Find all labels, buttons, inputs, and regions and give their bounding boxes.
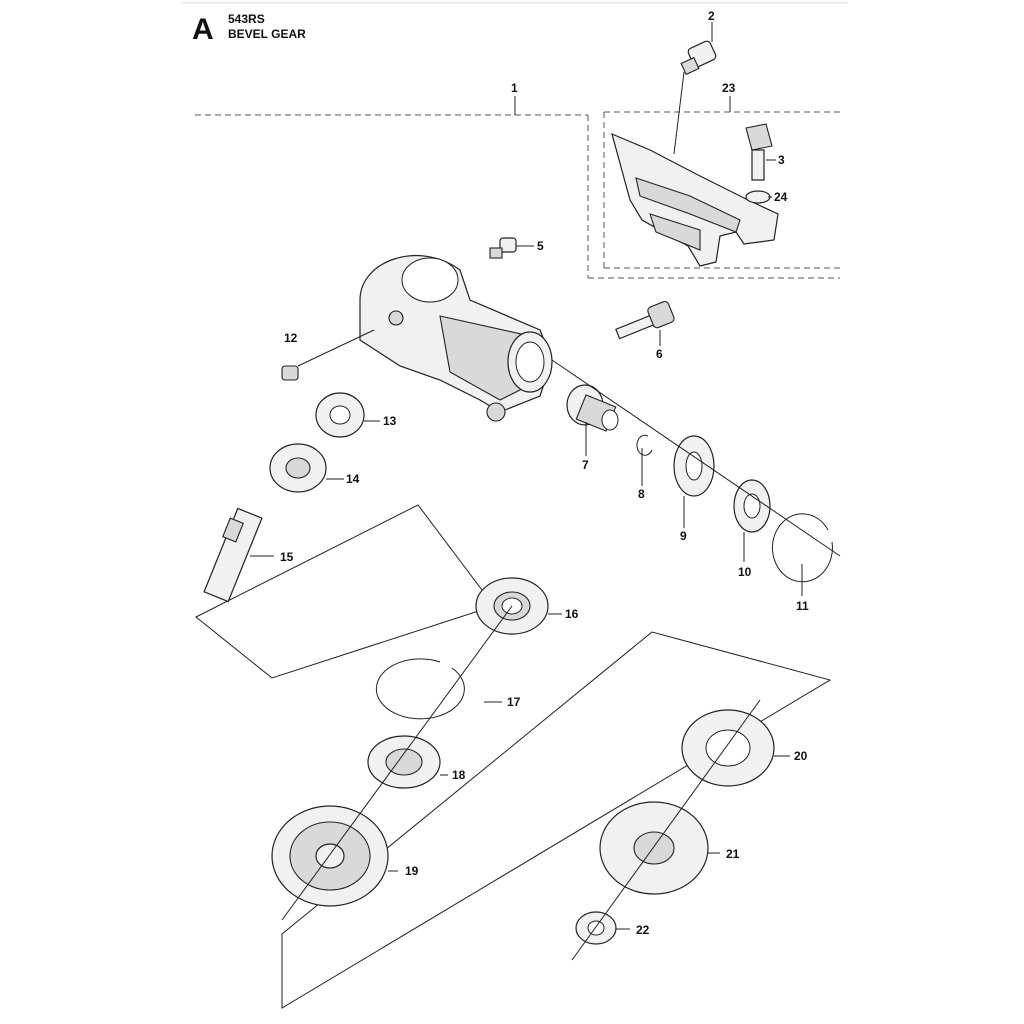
bolt-6 [615,300,675,340]
bevel-gear-19 [271,805,389,907]
callout-16: 16 [565,607,579,621]
model-name: 543RS [228,12,265,26]
screw-5 [489,237,517,259]
callout-23: 23 [722,81,736,95]
callout-22: 22 [636,923,650,937]
callout-3: 3 [778,153,785,167]
callout-14: 14 [346,472,360,486]
seal-18 [367,735,441,789]
callout-18: 18 [452,768,466,782]
subassembly-frame-lower [281,631,832,1009]
callout-19: 19 [405,864,419,878]
callout-6: 6 [656,347,663,361]
section-letter: A [192,13,214,46]
callout-12: 12 [284,331,298,345]
axis-line-input [551,359,841,557]
nut-22 [575,911,617,945]
callout-20: 20 [794,749,808,763]
circlip-8 [636,434,653,456]
callout-5: 5 [537,239,544,253]
washer-24 [745,190,771,204]
toothed-washer-20 [681,709,775,787]
shaft-15 [203,507,263,603]
callout-2: 2 [708,9,715,23]
axis-line-lower [571,699,761,961]
bearing-13 [315,392,365,438]
leader-12 [297,329,375,367]
diagram-title: BEVEL GEAR [228,27,306,41]
screw-12 [281,365,299,381]
callout-21: 21 [726,847,740,861]
callout-15: 15 [280,550,294,564]
callout-24: 24 [774,190,788,204]
assembly-23-boundary [603,96,840,269]
callout-10: 10 [738,565,752,579]
callout-13: 13 [383,414,397,428]
shield-23 [611,132,779,267]
callout-9: 9 [680,529,687,543]
pin-3 [745,123,773,181]
axis-line-output [281,605,513,921]
bearing-10 [733,479,771,533]
callout-17: 17 [507,695,521,709]
retaining-ring-11 [771,513,833,583]
screw-2 [680,40,717,76]
callout-11: 11 [796,599,809,613]
callout-1: 1 [511,81,518,95]
leader-2-shield [673,71,685,155]
gear-14 [269,443,327,493]
circlip-17 [375,658,465,720]
assembly-1-boundary [195,96,840,279]
callout-7: 7 [582,458,589,472]
callout-8: 8 [638,487,645,501]
support-cup-21 [599,801,709,895]
pinion-gear-7 [566,384,619,432]
gear-housing-1 [359,255,553,422]
